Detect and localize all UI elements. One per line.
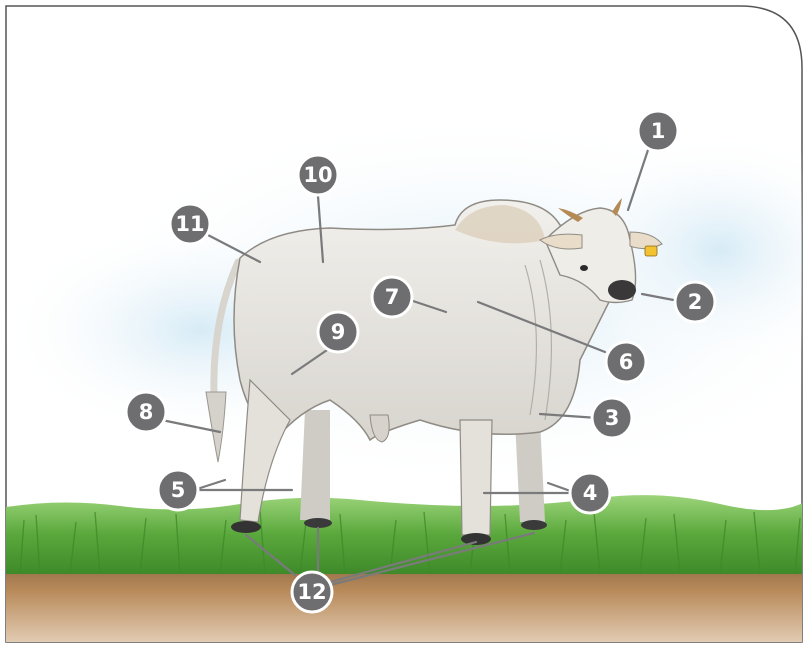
callout-8-label: 8	[139, 400, 154, 424]
callout-9: 9	[318, 312, 358, 352]
callout-7-label: 7	[385, 285, 400, 309]
callout-10-label: 10	[303, 163, 332, 187]
callout-7: 7	[372, 277, 412, 317]
callout-5-label: 5	[171, 478, 186, 502]
callout-6-label: 6	[619, 350, 634, 374]
callout-8: 8	[126, 392, 166, 432]
callout-3-label: 3	[605, 406, 620, 430]
callout-6: 6	[606, 342, 646, 382]
callout-3: 3	[592, 398, 632, 438]
callout-1: 1	[638, 111, 678, 151]
callout-12: 12	[292, 572, 332, 612]
callout-4-label: 4	[583, 481, 598, 505]
callout-2: 2	[675, 282, 715, 322]
callout-11: 11	[170, 204, 210, 244]
callout-9-label: 9	[331, 320, 346, 344]
callout-2-label: 2	[688, 290, 703, 314]
callout-4: 4	[570, 473, 610, 513]
callout-5: 5	[158, 470, 198, 510]
ear-tag	[645, 246, 657, 256]
callout-1-label: 1	[651, 119, 666, 143]
callout-12-label: 12	[297, 580, 326, 604]
callout-10: 10	[298, 155, 338, 195]
callout-11-label: 11	[175, 212, 204, 236]
